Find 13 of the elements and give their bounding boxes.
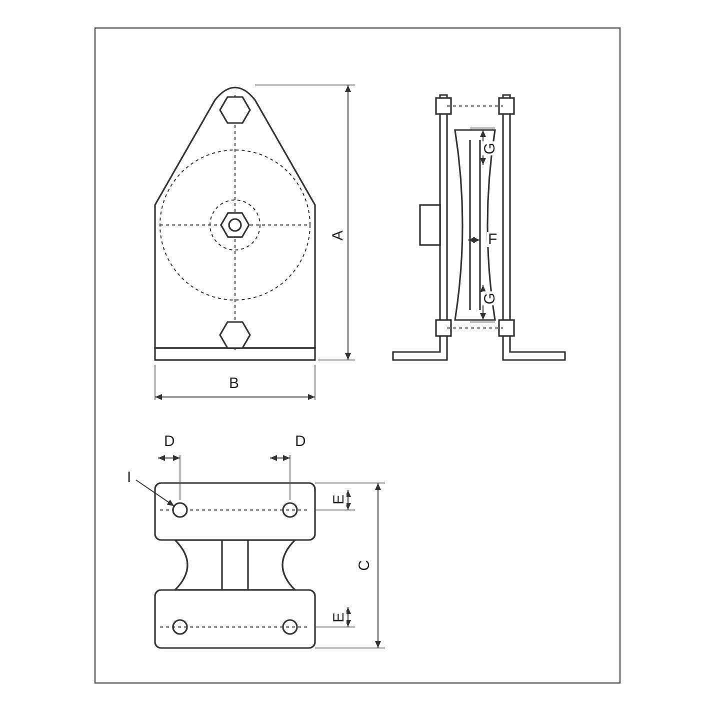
mounting-hole <box>172 502 188 518</box>
dimension-label: E <box>332 494 346 506</box>
dimension-label: D <box>294 434 307 449</box>
leader-line <box>136 480 175 507</box>
dimension-label: G <box>482 142 498 156</box>
dimension-label: E <box>332 612 346 624</box>
dimension-label: B <box>228 376 240 391</box>
dimension-label: A <box>330 230 346 242</box>
part-label: I <box>126 470 132 485</box>
dimension-label: D <box>163 434 176 449</box>
dimension-label: C <box>356 559 372 572</box>
dimension-label: F <box>487 232 498 247</box>
dimension-label: G <box>482 292 498 306</box>
